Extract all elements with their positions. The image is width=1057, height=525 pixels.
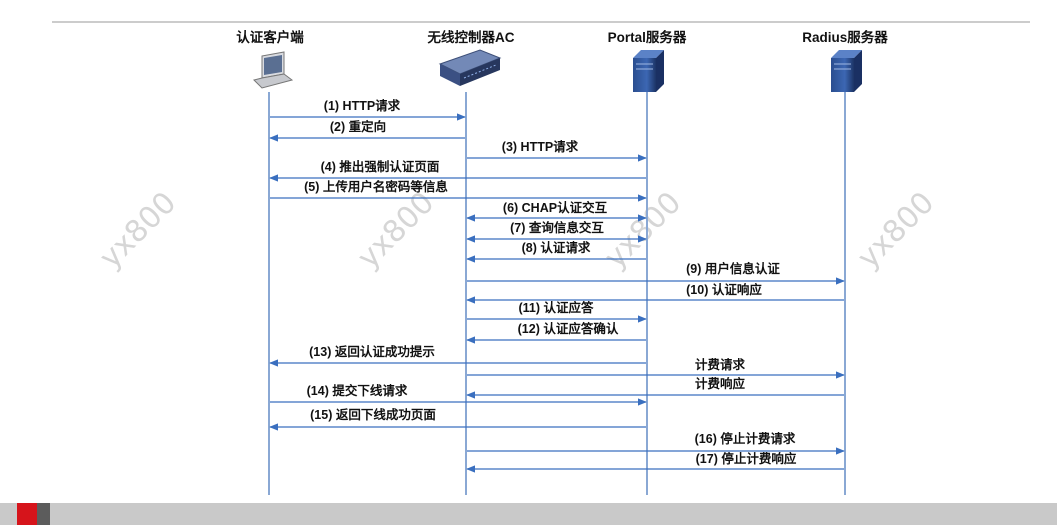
- participant-label-client: 认证客户端: [236, 29, 304, 45]
- message-label: (6) CHAP认证交互: [503, 200, 608, 215]
- message-label: (13) 返回认证成功提示: [309, 344, 435, 359]
- participant-label-portal: Portal服务器: [608, 29, 687, 45]
- message-label: (1) HTTP请求: [324, 98, 401, 113]
- footer-bar: [0, 503, 1057, 525]
- server-tower-icon: [633, 50, 664, 92]
- message-label: (12) 认证应答确认: [518, 321, 619, 336]
- controller-device-icon: [438, 49, 502, 86]
- watermark: yx800: [851, 185, 941, 275]
- message-label: (10) 认证响应: [686, 282, 762, 297]
- watermark: yx800: [598, 185, 688, 275]
- message-label: (9) 用户信息认证: [686, 261, 780, 276]
- message-label: (16) 停止计费请求: [695, 431, 796, 446]
- message-label: (8) 认证请求: [522, 240, 591, 255]
- participant-label-ac: 无线控制器AC: [427, 29, 515, 45]
- message-label: (17) 停止计费响应: [696, 451, 797, 466]
- message-label: 计费请求: [695, 357, 746, 372]
- footer-accent-dark: [37, 503, 50, 525]
- participant-label-radius: Radius服务器: [802, 29, 888, 45]
- laptop-icon: [253, 51, 294, 89]
- message-label: (7) 查询信息交互: [510, 220, 604, 235]
- message-label: (11) 认证应答: [518, 300, 594, 315]
- message-label: (15) 返回下线成功页面: [310, 407, 436, 422]
- server-tower-icon: [831, 50, 862, 92]
- message-label: (4) 推出强制认证页面: [321, 159, 440, 174]
- message-label: 计费响应: [695, 376, 746, 391]
- watermark: yx800: [93, 185, 183, 275]
- message-label: (2) 重定向: [330, 119, 386, 134]
- message-label: (3) HTTP请求: [502, 139, 579, 154]
- footer-accent: [17, 503, 37, 525]
- message-label: (14) 提交下线请求: [307, 383, 408, 398]
- watermark: yx800: [351, 185, 441, 275]
- message-label: (5) 上传用户名密码等信息: [304, 179, 448, 194]
